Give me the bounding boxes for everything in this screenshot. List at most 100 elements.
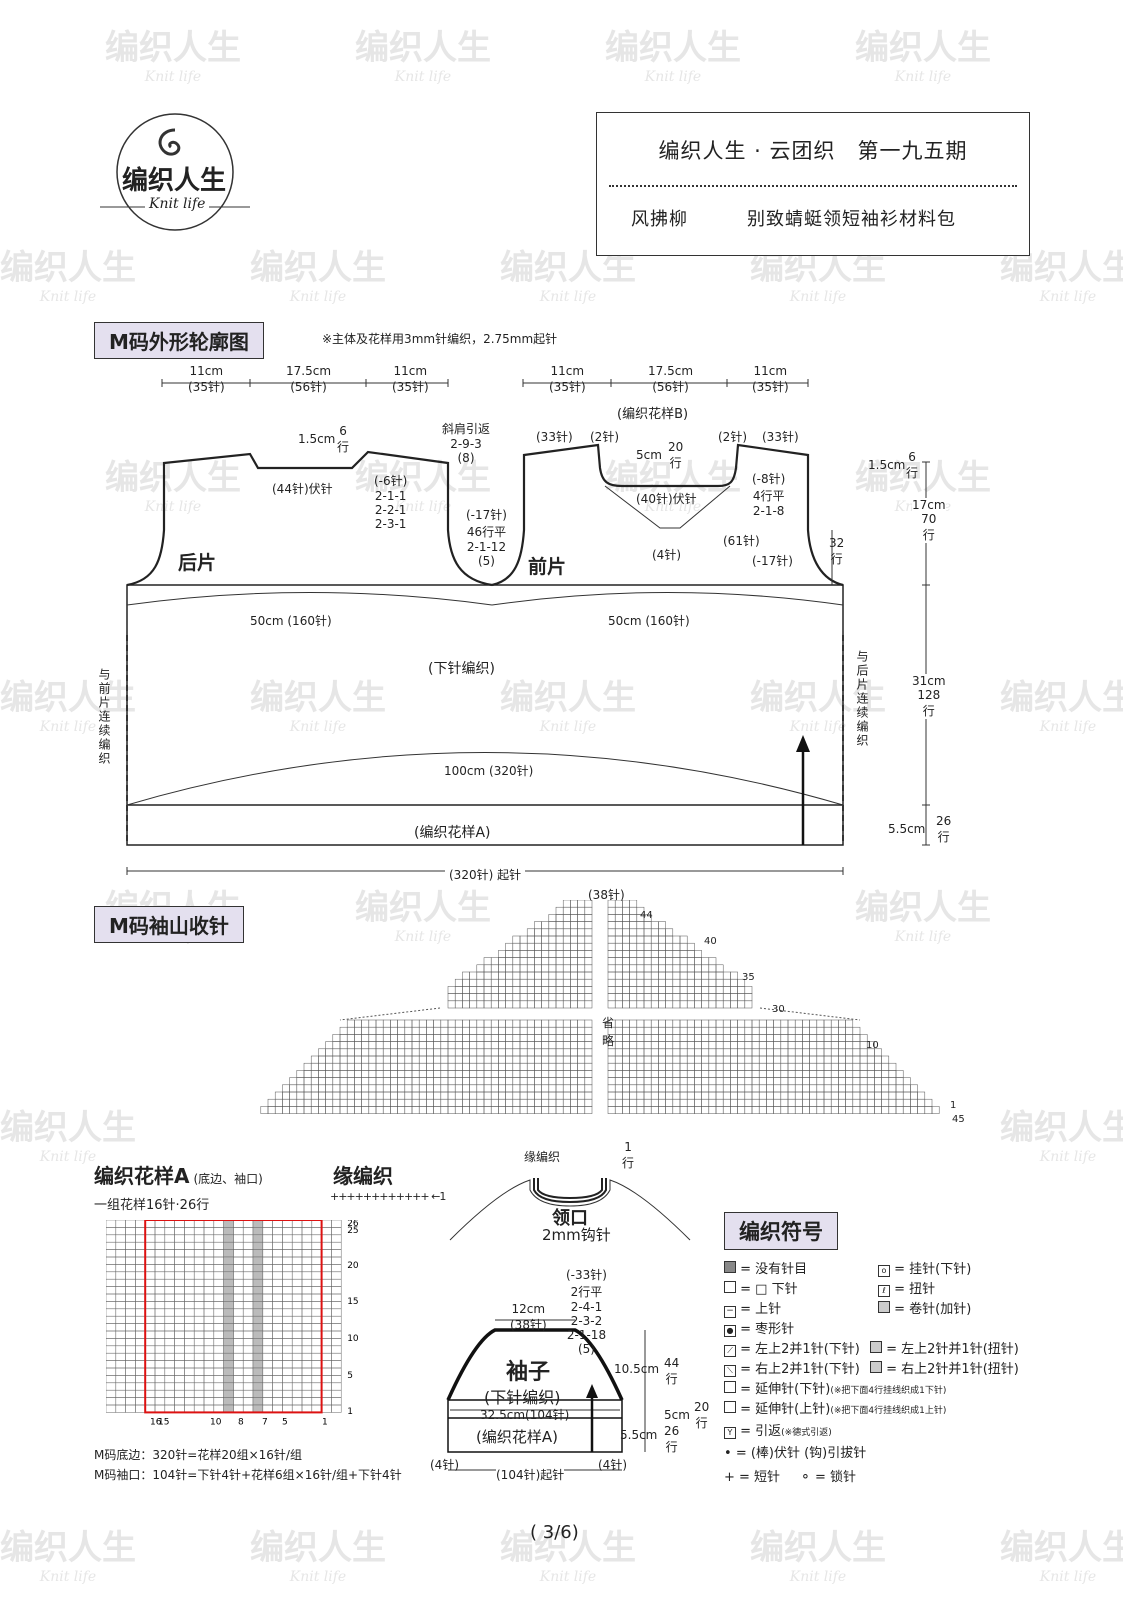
front-width-3: 11cm(35针) [752, 364, 789, 394]
body-total-width: 100cm (320针) [444, 764, 534, 778]
collar-diagram [449, 1178, 691, 1241]
svg-text:8: 8 [238, 1417, 244, 1427]
svg-text:7: 7 [262, 1417, 268, 1427]
logo-text: 编织人生 [122, 166, 227, 196]
symbol-left-k2tog: ⟋ = 左上2并1针(下针) [724, 1338, 860, 1357]
symbol-no-stitch: = 没有针目 [724, 1258, 807, 1277]
body-half-width-right: 50cm (160针) [608, 614, 690, 628]
svg-text:1: 1 [322, 1417, 328, 1427]
dim-5-5cm: 5.5cm [888, 822, 926, 836]
symbol-yarn-over: o = 挂针(下针) [878, 1258, 971, 1277]
symbol-single-crochet: + = 短针 [724, 1470, 781, 1485]
sleeve-cap-row-40: 40 [704, 936, 717, 947]
header-box: 编织人生 · 云团织 第一九五期 风拂柳 别致蜻蜓领短袖衫材料包 [596, 112, 1030, 256]
edging-title: 缘编织 [333, 1164, 393, 1188]
svg-text:20: 20 [347, 1261, 359, 1271]
svg-text:10: 10 [210, 1417, 222, 1427]
sleeve-height-1: 10.5cm [614, 1362, 660, 1376]
sleeve-cap-row-30: 30 [772, 1004, 785, 1015]
body-stitch-type: (下针编织) [428, 661, 495, 677]
sleeve-cap-row-44: 44 [640, 910, 653, 921]
pattern-a-title-note: (底边、袖口) [193, 1172, 263, 1186]
sleeve-height-2: 5cm [664, 1408, 690, 1422]
symbol-bind-off: • = (棒)伏针 (钩)引拔针 [724, 1446, 867, 1461]
sleeve-right-4: (4针) [598, 1458, 627, 1472]
svg-text:25: 25 [347, 1226, 358, 1236]
front-pattern-b: (编织花样B) [617, 407, 689, 422]
front-piece-label: 前片 [528, 556, 567, 578]
front-61: (61针) [723, 534, 760, 548]
symbol-cast-on-increase: = 卷针(加针) [878, 1298, 971, 1317]
back-neck-height: 1.5cm [298, 432, 336, 446]
sleeve-top-width: 12cm(38针) [510, 1302, 547, 1332]
header-title: 编织人生 · 云团织 第一九五期 [658, 139, 968, 163]
sleeve-cap-row-45: 45 [952, 1114, 965, 1125]
sleeve-diagram [446, 1319, 646, 1471]
symbol-bobble: ● = 枣形针 [724, 1318, 794, 1337]
pattern-a-note-2: M码袖口：104针=下针4针+花样6组×16针/组+下针4针 [94, 1468, 402, 1482]
body-cast-on: (320针) 起针 [445, 866, 526, 883]
symbol-elongated-knit: = 延伸针(下针)(※把下面4行挂线织成1下针) [724, 1378, 946, 1397]
front-left-2: (2针) [590, 430, 619, 444]
back-width-3: 11cm(35针) [392, 364, 429, 394]
sleeve-cap-top: (38针) [588, 888, 625, 902]
symbol-knit: = □ 下针 [724, 1278, 798, 1297]
front-right-33: (33针) [762, 430, 799, 444]
back-neck-bind: (44针)伏针 [272, 482, 333, 496]
symbol-left-twisted-dec: = 左上2针并1针(扭针) [870, 1338, 1019, 1357]
symbol-short-row: Y = 引返(※德式引返) [724, 1420, 832, 1439]
svg-text:16: 16 [150, 1417, 162, 1427]
section-sleeve-cap-title: M码袖山收针 [94, 906, 244, 943]
edging-symbols: ++++++++++++ ←1 [330, 1190, 446, 1203]
svg-text:26: 26 [347, 1220, 359, 1229]
header-divider [609, 185, 1017, 187]
front-mid-4: (4针) [652, 548, 681, 562]
front-left-33: (33针) [536, 430, 573, 444]
back-piece-outline [126, 450, 493, 587]
sleeve-cast-on: (104针)起针 [496, 1466, 565, 1483]
sleeve-title: 袖子 [506, 1360, 551, 1385]
svg-text:1: 1 [347, 1407, 353, 1417]
dim-1-5cm: 1.5cm [868, 458, 906, 472]
back-width-1: 11cm(35针) [188, 364, 225, 394]
svg-text:10: 10 [347, 1334, 359, 1344]
front-right-2: (2针) [718, 430, 747, 444]
sleeve-cap-row-1: 1 [950, 1100, 957, 1111]
outline-diagram [126, 379, 930, 875]
svg-text:15: 15 [347, 1297, 358, 1307]
logo-subtext: Knit life [145, 196, 210, 212]
back-piece-label: 后片 [178, 552, 217, 574]
symbol-right-k2tog: ⟍ = 右上2并1针(下针) [724, 1358, 860, 1377]
page-number: ( 3/6) [530, 1522, 579, 1543]
body-half-width-left: 50cm (160针) [250, 614, 332, 628]
collar-hook: 2mm钩针 [542, 1226, 611, 1244]
svg-text:5: 5 [282, 1417, 288, 1427]
sleeve-height-3: 5.5cm [620, 1428, 658, 1442]
symbol-twisted: ℓ = 扭针 [878, 1278, 935, 1297]
front-neck-bind: (40针)伏针 [636, 492, 697, 506]
sleeve-cap-row-35: 35 [742, 972, 755, 983]
sleeve-cap-omit-2: 略 [602, 1034, 615, 1048]
back-width-2: 17.5cm(56针) [286, 364, 332, 394]
symbol-chain: ⚬ = 锁针 [800, 1470, 857, 1485]
body-pattern-a: (编织花样A) [414, 825, 491, 841]
sleeve-width: 32.5cm(104针) [480, 1408, 570, 1422]
header-subtitle-desc: 别致蜻蜓领短袖衫材料包 [747, 209, 956, 230]
pattern-a-group: 一组花样16针·26行 [94, 1198, 210, 1213]
sleeve-pattern: (编织花样A) [476, 1428, 558, 1446]
svg-text:15: 15 [158, 1417, 169, 1427]
